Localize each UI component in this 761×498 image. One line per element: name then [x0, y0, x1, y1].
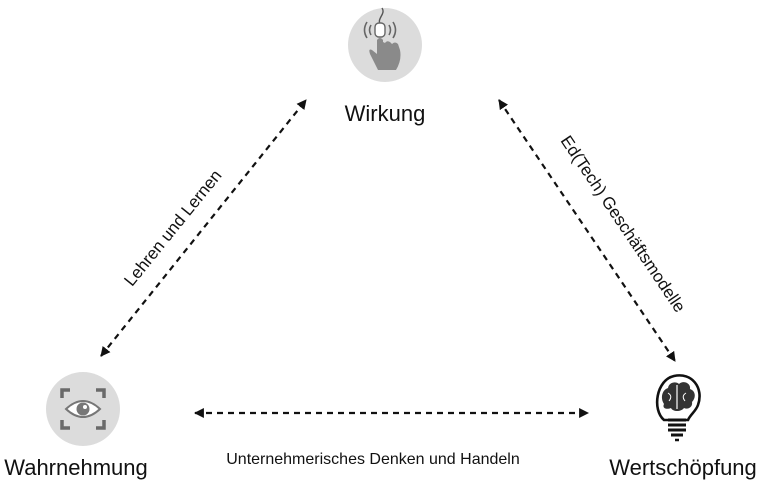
edge-left-arrow: [100, 99, 307, 357]
brain-lightbulb-icon: [655, 374, 701, 442]
eye-scan-icon: [46, 372, 120, 446]
node-label-right: Wertschöpfung: [609, 455, 757, 480]
edge-right-arrow: [498, 99, 676, 362]
node-label-top: Wirkung: [344, 101, 426, 126]
edge-label-bottom: Unternehmerisches Denken und Handeln: [226, 451, 520, 468]
node-label-left: Wahrnehmung: [4, 455, 148, 480]
touch-hand-icon: [348, 7, 422, 82]
